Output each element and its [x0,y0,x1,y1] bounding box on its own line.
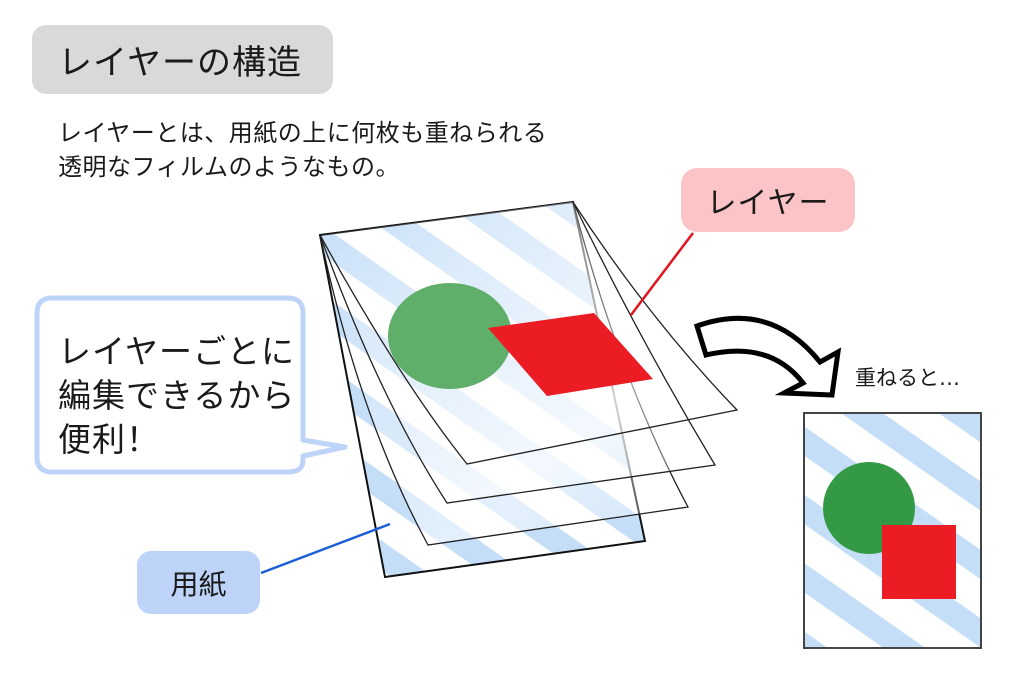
layer-label: レイヤー [681,168,855,232]
speech-bubble-text: レイヤーごとに 編集できるから 便利！ [58,330,295,462]
paper-label: 用紙 [137,551,260,614]
layer-leader-line [630,232,694,316]
bubble-line: 便利！ [58,420,160,459]
description-line: 透明なフィルムのようなもの。 [58,153,401,181]
red-square-shape [488,313,653,396]
result-preview [803,412,982,649]
description: レイヤーとは、用紙の上に何枚も重ねられる 透明なフィルムのようなもの。 [58,116,547,184]
page-title: レイヤーの構造 [32,25,333,94]
bubble-line: レイヤーごとに [58,332,296,371]
speech-bubble [34,295,348,475]
description-line: レイヤーとは、用紙の上に何枚も重ねられる [58,119,548,147]
green-circle-shape [388,283,512,389]
paper-leader-line [260,522,391,575]
bubble-line: 編集できるから [58,376,296,415]
result-label: 重ねると… [855,366,960,390]
layer-film-3 [319,201,739,465]
curved-arrow-icon [693,315,842,398]
